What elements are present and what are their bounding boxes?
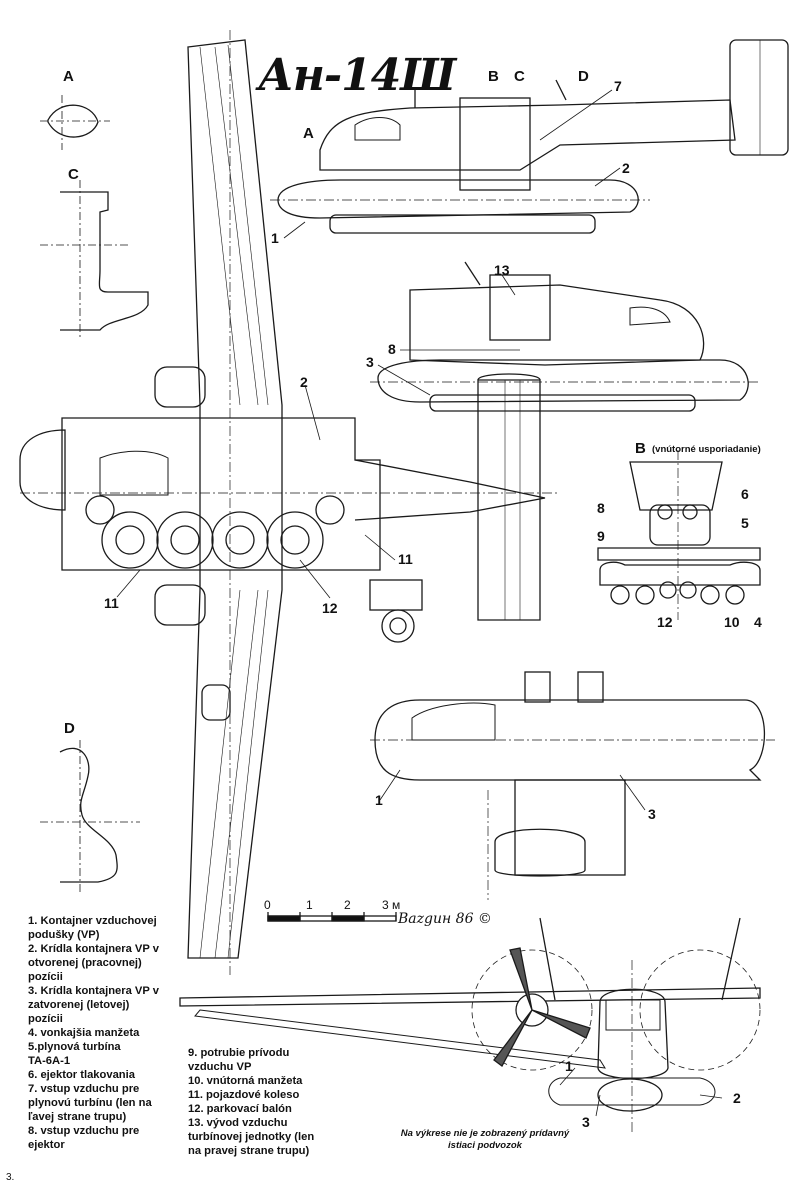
scale-tick-1: 1 <box>306 898 313 912</box>
detail-d-drawing <box>40 740 140 895</box>
detail-c-drawing <box>40 180 149 340</box>
view-b-drawing <box>597 450 761 620</box>
legend-line: 11. pojazdové koleso <box>188 1089 300 1101</box>
legend-line: pozícii <box>28 1013 63 1025</box>
callout-b5: 5 <box>741 515 749 531</box>
drawing-note: Na výkrese nie je zobrazený prídavný ist… <box>400 1128 570 1151</box>
plan-view-wing <box>154 30 283 975</box>
callout-11-detail: 11 <box>398 551 413 567</box>
callout-1-top: 1 <box>375 792 383 808</box>
cut-c-label: C <box>514 68 525 85</box>
scale-bar <box>267 912 397 922</box>
side-view-upper <box>270 39 789 234</box>
callout-b4: 4 <box>754 614 762 630</box>
scale-tick-3: 3 м <box>382 898 401 912</box>
legend-line: 4. vonkajšia manžeta <box>28 1027 140 1039</box>
scale-tick-0: 0 <box>264 898 271 912</box>
cut-d-label: D <box>578 68 589 85</box>
top-view-closed <box>370 671 775 900</box>
side-view-mirrored <box>370 261 760 412</box>
view-b-caption: (vnútorné usporiadanie) <box>652 444 761 455</box>
callout-2-front: 2 <box>733 1090 741 1106</box>
callout-8-side: 8 <box>388 341 396 357</box>
plan-view-fuselage <box>19 417 560 571</box>
callout-3-front: 3 <box>582 1114 590 1130</box>
legend-line: vzduchu VP <box>188 1061 252 1073</box>
legend-line: zatvorenej (letovej) <box>28 999 130 1011</box>
detail-a-label: A <box>63 68 74 85</box>
legend-right: 9. potrubie prívodu vzduchu VP 10. vnúto… <box>188 1046 338 1158</box>
legend-line: podušky (VP) <box>28 929 100 941</box>
scale-tick-2: 2 <box>344 898 351 912</box>
callout-b9: 9 <box>597 528 605 544</box>
legend-left: 1. Kontajner vzduchovej podušky (VP) 2. … <box>28 914 203 1152</box>
legend-line: 7. vstup vzduchu pre <box>28 1083 140 1095</box>
legend-line: 9. potrubie prívodu <box>188 1047 290 1059</box>
legend-line: 8. vstup vzduchu pre <box>28 1125 140 1137</box>
legend-line: 3. Krídla kontajnera VP v <box>28 985 159 997</box>
callout-2-side: 2 <box>622 160 630 176</box>
front-view <box>179 917 761 1135</box>
callout-12-plan: 12 <box>322 600 338 616</box>
detail-d-label: D <box>64 720 75 737</box>
leader-lines <box>116 89 723 1117</box>
cut-b-label: B <box>488 68 499 85</box>
callout-1-side: 1 <box>271 230 279 246</box>
callout-11-plan: 11 <box>104 595 119 611</box>
legend-line: plynovú turbínu (len na <box>28 1097 152 1109</box>
callout-2-plan: 2 <box>300 374 308 390</box>
detail-c-label: C <box>68 166 79 183</box>
legend-line: turbínovej jednotky (len <box>188 1131 315 1143</box>
legend-line: 12. parkovací balón <box>188 1103 292 1115</box>
callout-b8: 8 <box>597 500 605 516</box>
legend-line: ejektor <box>28 1139 65 1151</box>
callout-13: 13 <box>494 262 510 278</box>
callout-3-side: 3 <box>366 354 374 370</box>
callout-b10: 10 <box>724 614 740 630</box>
legend-line: na pravej strane trupu) <box>188 1145 310 1157</box>
legend-line: 1. Kontajner vzduchovej <box>28 915 157 927</box>
wheel-detail <box>369 579 423 643</box>
legend-line: TA-6A-1 <box>28 1055 71 1067</box>
callout-1-front: 1 <box>565 1058 573 1074</box>
legend-line: otvorenej (pracovnej) <box>28 957 142 969</box>
detail-a-drawing <box>40 95 110 150</box>
legend-line: pozícii <box>28 971 63 983</box>
legend-line: 13. vývod vzduchu <box>188 1117 288 1129</box>
legend-line: ľavej strane trupu) <box>28 1111 127 1123</box>
page-number: 3. <box>6 1172 15 1183</box>
aircraft-title: Ан-14Ш <box>258 50 456 101</box>
legend-line: 10. vnútorná manžeta <box>188 1075 303 1087</box>
view-b-label: B <box>635 440 646 457</box>
legend-line: 6. ejektor tlakovania <box>28 1069 135 1081</box>
legend-line: 2. Krídla kontajnera VP v <box>28 943 159 955</box>
callout-3-top: 3 <box>648 806 656 822</box>
legend-line: 5.plynová turbína <box>28 1041 121 1053</box>
plan-view-tailplane <box>477 373 541 621</box>
author-signature: Ваzgин 86 © <box>398 911 492 927</box>
callout-b12: 12 <box>657 614 673 630</box>
cut-a-label: A <box>303 125 314 142</box>
callout-b6: 6 <box>741 486 749 502</box>
cushion-fans <box>85 495 345 569</box>
callout-7: 7 <box>614 78 622 94</box>
